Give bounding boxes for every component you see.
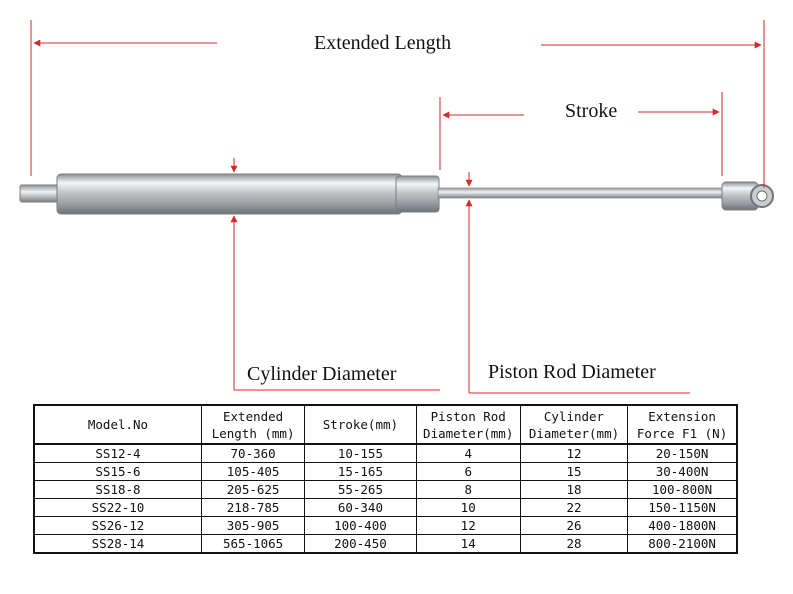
table-row: SS12-4 70-360 10-155 4 12 20-150N — [33, 443, 738, 463]
cell-stroke: 55-265 — [304, 480, 417, 499]
cell-cylinder-diameter: 26 — [519, 516, 629, 535]
cell-extended-length: 70-360 — [200, 443, 306, 463]
extended-length-dimension — [30, 20, 765, 188]
piston-rod-diameter-label: Piston Rod Diameter — [488, 361, 656, 383]
table-row: SS26-12 305-905 100-400 12 26 400-1800N — [33, 516, 738, 535]
cylinder-diameter-label: Cylinder Diameter — [247, 363, 397, 385]
cell-extension-force: 20-150N — [627, 443, 738, 463]
cell-cylinder-diameter: 22 — [519, 498, 629, 517]
cell-extension-force: 800-2100N — [627, 534, 738, 554]
cell-piston-rod-diameter: 12 — [415, 516, 521, 535]
extended-length-label: Extended Length — [314, 32, 452, 54]
piston-rod-diameter-leader — [465, 172, 690, 394]
cell-cylinder-diameter: 18 — [519, 480, 629, 499]
cell-extended-length: 218-785 — [200, 498, 306, 517]
cell-model: SS28-14 — [33, 534, 202, 554]
cell-piston-rod-diameter: 4 — [415, 443, 521, 463]
cell-cylinder-diameter: 15 — [519, 462, 629, 481]
cell-model: SS26-12 — [33, 516, 202, 535]
cell-stroke: 200-450 — [304, 534, 417, 554]
table-row: SS28-14 565-1065 200-450 14 28 800-2100N — [33, 534, 738, 554]
table-row: SS15-6 105-405 15-165 6 15 30-400N — [33, 462, 738, 481]
cell-piston-rod-diameter: 10 — [415, 498, 521, 517]
cell-extension-force: 30-400N — [627, 462, 738, 481]
header-stroke: Stroke(mm) — [304, 404, 417, 445]
cylinder-body — [56, 173, 403, 215]
cell-stroke: 60-340 — [304, 498, 417, 517]
cell-extension-force: 150-1150N — [627, 498, 738, 517]
table-row: SS22-10 218-785 60-340 10 22 150-1150N — [33, 498, 738, 517]
cell-model: SS15-6 — [33, 462, 202, 481]
left-end-fitting — [19, 184, 63, 203]
table-row: SS18-8 205-625 55-265 8 18 100-800N — [33, 480, 738, 499]
cell-cylinder-diameter: 28 — [519, 534, 629, 554]
cell-extended-length: 105-405 — [200, 462, 306, 481]
cylinder-end-cap — [395, 175, 440, 213]
cell-model: SS12-4 — [33, 443, 202, 463]
stroke-label: Stroke — [565, 100, 618, 122]
gas-spring — [19, 173, 774, 215]
cell-piston-rod-diameter: 14 — [415, 534, 521, 554]
cylinder-diameter-leader — [230, 158, 440, 391]
cell-model: SS18-8 — [33, 480, 202, 499]
cell-piston-rod-diameter: 8 — [415, 480, 521, 499]
cell-extended-length: 205-625 — [200, 480, 306, 499]
cell-piston-rod-diameter: 6 — [415, 462, 521, 481]
cell-extended-length: 565-1065 — [200, 534, 306, 554]
cell-extended-length: 305-905 — [200, 516, 306, 535]
cell-extension-force: 100-800N — [627, 480, 738, 499]
cell-stroke: 10-155 — [304, 443, 417, 463]
cell-model: SS22-10 — [33, 498, 202, 517]
cell-cylinder-diameter: 12 — [519, 443, 629, 463]
cell-stroke: 100-400 — [304, 516, 417, 535]
cell-extension-force: 400-1800N — [627, 516, 738, 535]
piston-rod — [437, 187, 731, 199]
cell-stroke: 15-165 — [304, 462, 417, 481]
stroke-dimension — [439, 92, 723, 176]
header-model-no: Model.No — [33, 404, 202, 445]
